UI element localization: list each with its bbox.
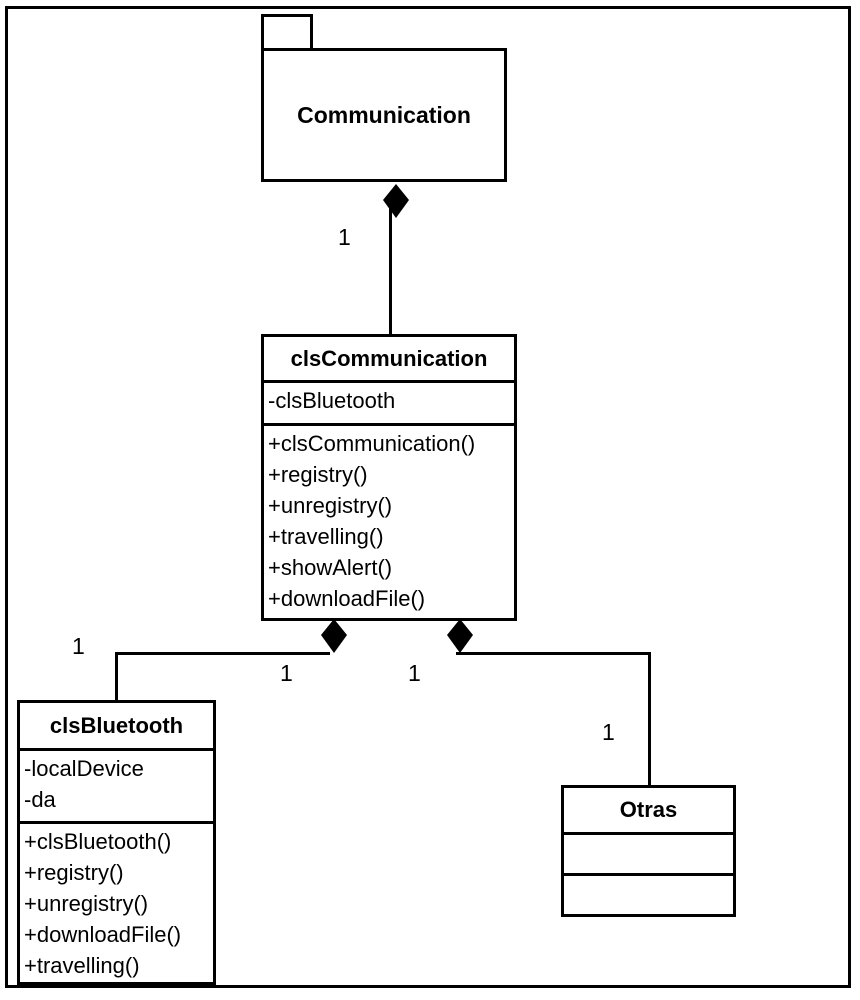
operation-line: +travelling() bbox=[268, 524, 384, 549]
class-box-clsbluetooth[interactable]: clsBluetooth -localDevice -da +clsBlueto… bbox=[17, 700, 216, 985]
diagram-frame: Communication 1 clsCommunication -clsBlu… bbox=[5, 6, 851, 988]
multiplicity-clsbluetooth-near: 1 bbox=[280, 660, 293, 686]
class-box-clscommunication[interactable]: clsCommunication -clsBluetooth +clsCommu… bbox=[261, 334, 517, 621]
composition-diamond-clsbluetooth bbox=[321, 619, 347, 653]
operation-line: +registry() bbox=[24, 860, 124, 885]
package-name-label: Communication bbox=[297, 101, 471, 128]
class-operations-clscommunication: +clsCommunication() +registry() +unregis… bbox=[264, 426, 514, 618]
multiplicity-otras-far: 1 bbox=[602, 719, 615, 745]
class-name-clsbluetooth: clsBluetooth bbox=[20, 703, 213, 751]
operation-line: +clsCommunication() bbox=[268, 431, 476, 456]
edge-clscommunication-to-otras-horizontal bbox=[456, 652, 651, 655]
class-operations-clsbluetooth: +clsBluetooth() +registry() +unregistry(… bbox=[20, 824, 213, 985]
package-body: Communication bbox=[261, 48, 507, 182]
operation-line: +registry() bbox=[268, 462, 368, 487]
composition-diamond-package bbox=[383, 184, 409, 218]
multiplicity-otras-near: 1 bbox=[408, 660, 421, 686]
edge-package-to-clscommunication bbox=[389, 202, 392, 335]
edge-clscommunication-to-clsbluetooth-vertical bbox=[115, 652, 118, 702]
operation-line: +unregistry() bbox=[268, 493, 393, 518]
class-attributes-clsbluetooth: -localDevice -da bbox=[20, 751, 213, 824]
multiplicity-package-edge: 1 bbox=[338, 224, 351, 250]
operation-line: +unregistry() bbox=[24, 891, 149, 916]
class-attributes-otras bbox=[564, 835, 733, 876]
operation-line: +travelling() bbox=[24, 953, 140, 978]
package-tab bbox=[261, 14, 313, 49]
attribute-line: -da bbox=[24, 787, 56, 812]
edge-clscommunication-to-clsbluetooth-horizontal bbox=[115, 652, 330, 655]
edge-clscommunication-to-otras-vertical bbox=[648, 652, 651, 787]
operation-line: +showAlert() bbox=[268, 555, 393, 580]
attribute-line: -localDevice bbox=[24, 756, 144, 781]
class-operations-otras bbox=[564, 876, 733, 914]
class-attributes-clscommunication: -clsBluetooth bbox=[264, 383, 514, 426]
class-name-otras: Otras bbox=[564, 788, 733, 835]
composition-diamond-otras bbox=[447, 619, 473, 653]
operation-line: +downloadFile() bbox=[268, 586, 426, 611]
operation-line: +downloadFile() bbox=[24, 922, 182, 947]
attribute-line: -clsBluetooth bbox=[268, 388, 396, 413]
class-box-otras[interactable]: Otras bbox=[561, 785, 736, 917]
class-name-clscommunication: clsCommunication bbox=[264, 337, 514, 383]
operation-line: +clsBluetooth() bbox=[24, 829, 172, 854]
multiplicity-clsbluetooth-far: 1 bbox=[72, 633, 85, 659]
package-communication[interactable]: Communication bbox=[261, 14, 510, 185]
